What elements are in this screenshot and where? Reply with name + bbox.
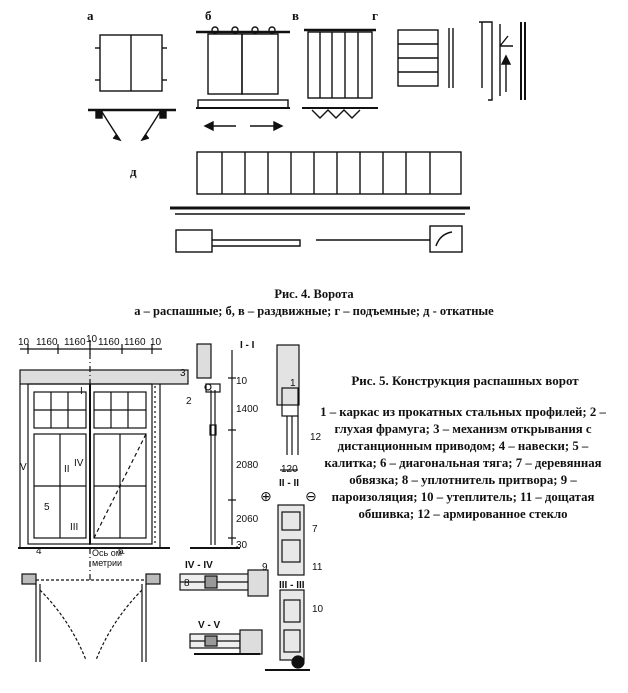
vdim-2080: 2080	[236, 460, 259, 471]
section-label-II-II: II - II	[279, 478, 299, 489]
section-III-III	[265, 504, 310, 671]
dim-120: 120	[281, 464, 298, 475]
figure-5-title: Рис. 5. Конструкция распашных ворот	[351, 373, 579, 388]
num-11: 11	[312, 562, 323, 573]
roman-III: III	[70, 522, 79, 533]
num-5: 5	[44, 502, 50, 513]
num-7: 7	[312, 524, 318, 535]
dim-1160-c: 1160	[98, 337, 120, 348]
dim-10-c: 10	[150, 337, 162, 348]
axis-label: Ось ом-метрии	[92, 548, 125, 568]
gate-c-folding	[302, 28, 378, 119]
panel-label-b: б	[205, 8, 212, 23]
roman-IV: IV	[74, 458, 84, 469]
gate-g-lifting	[397, 21, 526, 101]
vdim-10: 10	[236, 376, 248, 387]
gate-d-rolling	[170, 151, 470, 253]
num-2: 2	[186, 396, 192, 407]
num-4: 4	[36, 546, 42, 557]
dim-10-a: 10	[18, 337, 30, 348]
dim-1160-b: 1160	[64, 337, 86, 348]
num-1: 1	[290, 378, 296, 389]
panel-label-v: в	[292, 8, 300, 23]
vdim-1400: 1400	[236, 404, 259, 415]
section-II-II	[276, 344, 300, 471]
dim-1160-a: 1160	[36, 337, 58, 348]
num-9: 9	[262, 562, 268, 573]
num-8: 8	[184, 578, 190, 589]
num-12: 12	[310, 432, 322, 443]
num-10: 10	[312, 604, 324, 615]
figure-4-caption-subtitle: а – распашные; б, в – раздвижные; г – по…	[134, 304, 494, 318]
panel-label-g: г	[372, 8, 378, 23]
dim-10-b: 10	[86, 334, 98, 345]
plus-marker: ⊕	[260, 488, 272, 504]
section-label-III-III: III - III	[279, 580, 305, 591]
section-label-V-V: V - V	[198, 620, 221, 631]
vdim-30: 30	[236, 540, 248, 551]
num-3: 3	[180, 368, 186, 379]
panel-label-a: а	[87, 8, 94, 23]
section-label-IV-IV: IV - IV	[185, 560, 213, 571]
gate-plan	[21, 573, 161, 662]
roman-V: V	[20, 462, 27, 473]
num-6: 6	[118, 546, 124, 557]
minus-marker: ⊖	[305, 488, 317, 504]
roman-I: I	[80, 386, 83, 397]
dim-1160-d: 1160	[124, 337, 146, 348]
roman-II: II	[64, 464, 70, 475]
gate-elevation	[18, 340, 189, 580]
figure-4-caption-title: Рис. 4. Ворота	[274, 287, 354, 301]
gate-a-swing	[88, 34, 176, 142]
section-I-I	[190, 343, 240, 549]
gate-b-sliding	[196, 26, 290, 132]
panel-label-d: д	[130, 164, 137, 179]
figure-5-legend: 1 – каркас из прокатных стальных профиле…	[320, 405, 606, 521]
vdim-2060: 2060	[236, 514, 259, 525]
section-V-V	[189, 629, 263, 655]
section-IV-IV	[179, 569, 269, 597]
section-label-I-I: I - I	[240, 340, 255, 351]
